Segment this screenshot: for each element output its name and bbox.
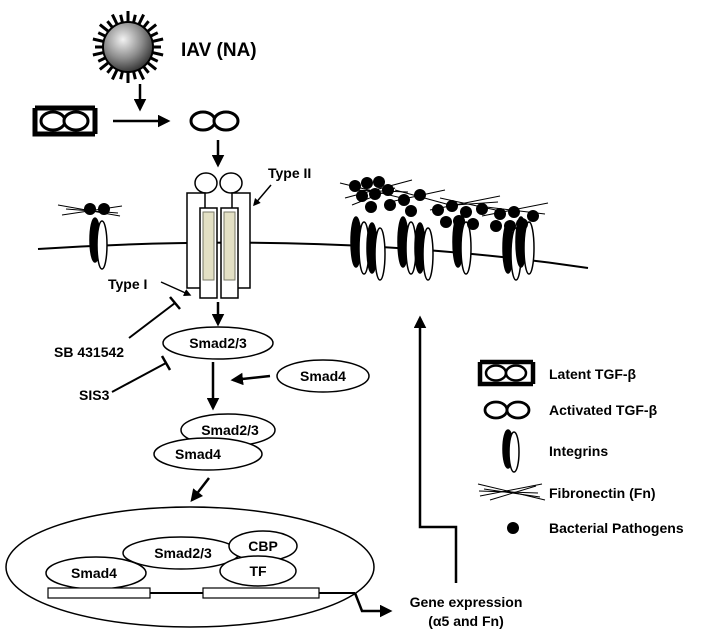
- legend-latent-icon: [477, 359, 536, 387]
- bacterial-pathogen: [467, 218, 479, 230]
- tf-label: TF: [249, 563, 267, 579]
- legend-fibronectin-icon: [477, 483, 546, 501]
- latent-tgf-beta-icon: [32, 105, 98, 137]
- integrin: [89, 217, 108, 270]
- complex-smad4-ellipse: [153, 437, 263, 471]
- nucleus-smad4-label: Smad4: [71, 565, 117, 581]
- smad23-ellipse: [162, 326, 274, 360]
- sis3-inhibition-bar: [160, 355, 172, 371]
- sis3-inhibition-line: [111, 362, 167, 393]
- bacterial-pathogen: [527, 210, 539, 222]
- bacterial-pathogen: [384, 199, 396, 211]
- bacterial-pathogen: [405, 205, 417, 217]
- sis3-label: SIS3: [79, 387, 110, 403]
- smad23-label: Smad2/3: [189, 335, 247, 351]
- bacterial-pathogen: [432, 204, 444, 216]
- transcription-arrow: [353, 592, 393, 618]
- sb431542-inhibition-line: [128, 302, 176, 339]
- bacterial-pathogen: [356, 190, 368, 202]
- legend: Latent TGF-β Activated TGF-β Integrins F…: [477, 359, 684, 536]
- sb431542-label: SB 431542: [54, 344, 124, 360]
- bacterial-pathogen: [414, 189, 426, 201]
- bacterial-pathogen: [365, 201, 377, 213]
- integrin: [414, 222, 434, 281]
- dna-strand: [47, 587, 355, 599]
- smad4-free-ellipse: [276, 359, 370, 393]
- bacterial-pathogen: [98, 203, 110, 215]
- complex-smad23-label: Smad2/3: [201, 422, 259, 438]
- activated-tgf-beta-icon: [189, 110, 240, 132]
- legend-activated-label: Activated TGF-β: [549, 402, 658, 418]
- feedback-to-membrane-arrow: [413, 315, 458, 583]
- legend-integrins-label: Integrins: [549, 443, 608, 459]
- complex-smad4-label: Smad4: [175, 446, 221, 462]
- bacterial-pathogen: [446, 200, 458, 212]
- nucleus-smad23-label: Smad2/3: [154, 545, 212, 561]
- type-ii-pointer-arrow: [253, 184, 272, 207]
- bacterial-pathogen: [361, 177, 373, 189]
- bacterial-pathogen: [349, 180, 361, 192]
- nuclear-translocation-arrow: [190, 477, 210, 502]
- smad4-free-label: Smad4: [300, 368, 346, 384]
- bacterial-pathogen: [476, 203, 488, 215]
- bacterial-pathogen: [84, 203, 96, 215]
- type-ii-receptor-label: Type II: [268, 165, 311, 181]
- influenza-virus-icon: [92, 11, 164, 83]
- integrin-cluster-left: [57, 203, 123, 270]
- integrin: [397, 216, 417, 275]
- bacterial-pathogen: [508, 206, 520, 218]
- bacterial-pathogen: [504, 220, 516, 232]
- bacterial-pathogen: [373, 176, 385, 188]
- legend-latent-label: Latent TGF-β: [549, 366, 637, 382]
- legend-fibronectin-label: Fibronectin (Fn): [549, 485, 656, 501]
- bacterial-pathogen: [440, 216, 452, 228]
- legend-activated-icon: [483, 400, 531, 420]
- tgf-beta-receptor-complex: [186, 172, 251, 299]
- bacterial-pathogen: [490, 220, 502, 232]
- smad4-binding-arrow: [230, 372, 271, 386]
- type-i-pointer-arrow: [160, 281, 192, 296]
- bacterial-pathogen: [516, 218, 528, 230]
- legend-bacteria-label: Bacterial Pathogens: [549, 520, 684, 536]
- bacterial-pathogen: [494, 208, 506, 220]
- integrin: [366, 222, 386, 281]
- virus-label: IAV (NA): [181, 40, 257, 61]
- legend-bacteria-icon: [507, 522, 519, 534]
- bacterial-pathogen: [398, 194, 410, 206]
- gene-expression-sublabel: (α5 and Fn): [428, 613, 504, 629]
- type-i-receptor-label: Type I: [108, 276, 147, 292]
- tf-ellipse: [219, 555, 297, 587]
- legend-integrin-icon: [502, 429, 520, 473]
- sb431542-inhibition-bar: [169, 296, 181, 310]
- gene-expression-label: Gene expression: [410, 594, 523, 610]
- integrin-cluster-right: [339, 176, 549, 281]
- bacterial-pathogen: [369, 188, 381, 200]
- integrin: [452, 216, 472, 275]
- bacterial-pathogen: [460, 206, 472, 218]
- bacterial-pathogen: [453, 215, 465, 227]
- bacterial-pathogen: [382, 184, 394, 196]
- cbp-label: CBP: [248, 538, 278, 554]
- fibronectin-fiber: [454, 201, 499, 206]
